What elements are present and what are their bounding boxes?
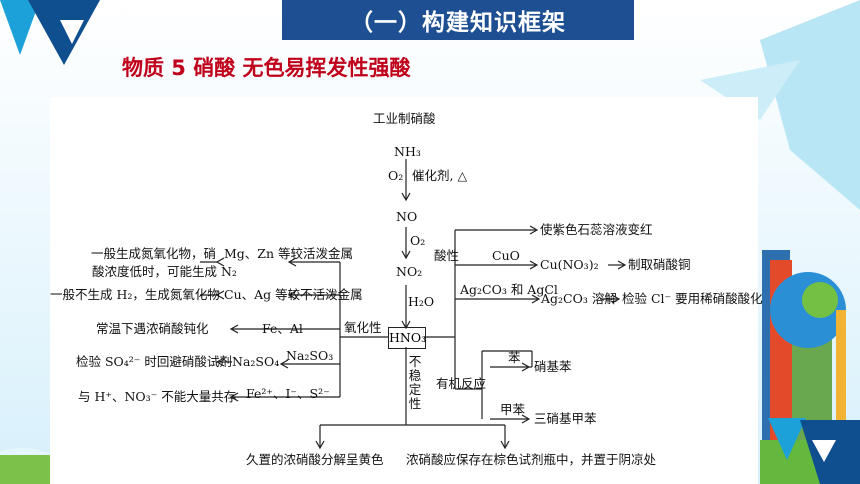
slide-title: （一）构建知识框架: [282, 0, 634, 40]
unstable-label: 不稳定性: [408, 354, 422, 411]
no2-label: NO₂: [396, 264, 423, 279]
organic-reaction-label: 有机反应: [436, 376, 487, 391]
fe-al-label: Fe、Al: [262, 321, 303, 336]
coexist-label: 与 H⁺、NO₃⁻ 不能大量共存: [78, 389, 237, 404]
tnt-label: 三硝基甲苯: [534, 411, 597, 426]
benzene-label: 苯: [508, 350, 521, 365]
make-copper-nitrate-label: 制取硝酸铜: [628, 257, 691, 272]
test-chloride-label: 检验 Cl⁻ 要用稀硝酸酸化: [622, 291, 763, 306]
no-label: NO: [396, 209, 418, 224]
cu-ag-label: Cu、Ag 等较不活泼金属: [224, 287, 363, 302]
nh3-label: NH₃: [394, 144, 421, 159]
ions-label: Fe²⁺、I⁻、S²⁻: [246, 386, 330, 401]
toluene-label: 甲苯: [500, 402, 526, 417]
na2so4-label: Na₂SO₄: [232, 354, 280, 369]
mg-zn-label: Mg、Zn 等较活泼金属: [224, 246, 354, 261]
nitrobenzene-label: 硝基苯: [534, 359, 572, 374]
o2-label-2: O₂: [410, 233, 426, 248]
na2so3-label: Na₂SO₃: [286, 348, 334, 363]
slide-subtitle: 物质 5 硝酸 无色易挥发性强酸: [122, 56, 411, 80]
acidity-label: 酸性: [434, 248, 460, 263]
test-sulfate-label: 检验 SO₄²⁻ 时回避硝酸试剂: [76, 354, 232, 369]
ag-compounds-label: Ag₂CO₃ 和 AgCl: [460, 282, 558, 297]
cu-ag-result-label: 一般不生成 H₂，生成氮氧化物: [50, 287, 220, 302]
diagram-connectors: [200, 159, 627, 450]
catalyst-label: 催化剂, △: [412, 168, 468, 183]
cuo-label: CuO: [492, 248, 520, 263]
h2o-label: H₂O: [408, 294, 435, 309]
litmus-label: 使紫色石蕊溶液变红: [540, 222, 653, 237]
mg-zn-result-line2: 酸浓度低时，可能生成 N₂: [92, 264, 237, 279]
yellow-decomposition-label: 久置的浓硝酸分解呈黄色: [246, 452, 384, 467]
ag2co3-dissolve-label: Ag₂CO₃ 溶解: [541, 291, 617, 306]
industrial-nitric-label: 工业制硝酸: [373, 111, 436, 126]
oxidizing-label: 氧化性: [344, 320, 382, 335]
concept-map-panel: 工业制硝酸 NH₃ O₂ 催化剂, △ NO O₂ NO₂ H₂O HNO₃ 酸…: [50, 97, 763, 484]
copper-nitrate-label: Cu(NO₃)₂: [540, 257, 599, 272]
hno3-box: HNO₃: [388, 327, 426, 349]
passivation-label: 常温下遇浓硝酸钝化: [96, 321, 209, 336]
storage-label: 浓硝酸应保存在棕色试剂瓶中，并置于阴凉处: [406, 452, 657, 467]
o2-label-1: O₂: [388, 168, 404, 183]
mg-zn-result-line1: 一般生成氮氧化物，硝: [91, 246, 217, 261]
